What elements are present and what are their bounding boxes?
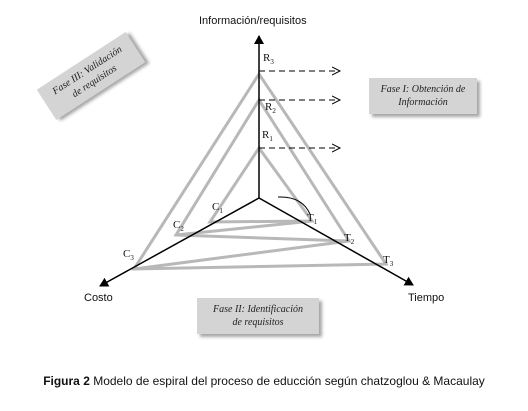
point-label-r1: R1 bbox=[262, 129, 273, 144]
point-label-r2: R2 bbox=[265, 101, 276, 116]
point-label-t2: T2 bbox=[344, 232, 355, 247]
figure-caption-label: Figura 2 bbox=[43, 374, 90, 388]
triangle-middle bbox=[173, 97, 352, 243]
axis-label-time: Tiempo bbox=[408, 292, 445, 304]
triangle-inner bbox=[207, 145, 315, 224]
figure-caption: Figura 2 Modelo de espiral del proceso d… bbox=[0, 374, 528, 388]
figure-caption-text: Modelo de espiral del proceso de educció… bbox=[89, 374, 485, 388]
point-label-c1: C1 bbox=[212, 201, 223, 216]
origin-arc bbox=[277, 196, 311, 215]
spiral-link-inner bbox=[175, 219, 313, 237]
axis-label-cost: Costo bbox=[84, 292, 113, 304]
point-label-t3: T3 bbox=[383, 254, 394, 269]
axis-time bbox=[258, 197, 414, 286]
axis-cost bbox=[99, 197, 260, 287]
point-label-c3: C3 bbox=[123, 248, 134, 263]
point-label-t1: T1 bbox=[307, 212, 318, 227]
triangle-outer bbox=[131, 71, 389, 271]
point-label-c2: C2 bbox=[173, 219, 184, 234]
spiral-link-outer bbox=[133, 239, 350, 271]
axis-label-info: Información/requisitos bbox=[199, 15, 307, 27]
point-label-r3: R3 bbox=[263, 52, 274, 67]
